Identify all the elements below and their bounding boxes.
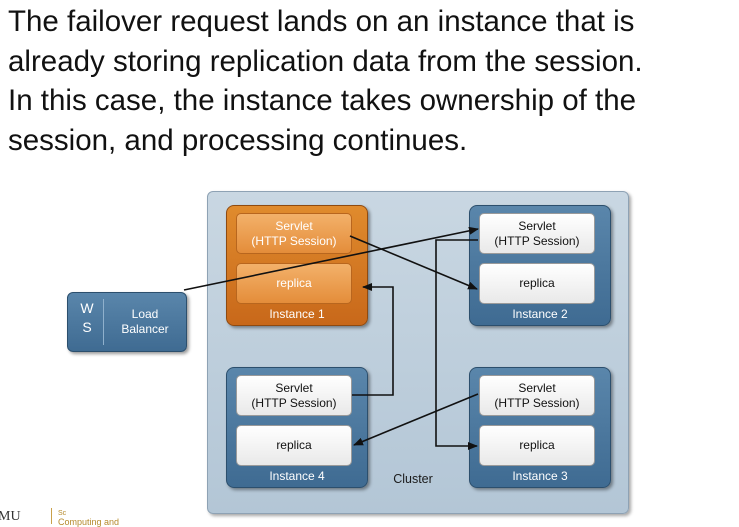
footer-divider [51, 508, 52, 524]
instance-2: Servlet (HTTP Session) replica Instance … [469, 205, 611, 326]
instance-4-servlet-box: Servlet (HTTP Session) [236, 375, 352, 416]
load-balancer: W S Load Balancer [67, 292, 187, 352]
instance-4: Servlet (HTTP Session) replica Instance … [226, 367, 368, 488]
replica-label: replica [519, 276, 555, 290]
replica-label: replica [519, 438, 555, 452]
arrow-instance-2-to-instance-3-replica [435, 239, 478, 450]
instance-3-servlet-box: Servlet (HTTP Session) [479, 375, 595, 416]
lb-divider [103, 299, 104, 345]
servlet-label: Servlet [518, 218, 556, 233]
instance-1: Servlet (HTTP Session) replica Instance … [226, 205, 368, 326]
instance-1-label: Instance 1 [269, 307, 325, 321]
arrow-instance-1-to-instance-2-replica [349, 235, 478, 290]
footer-line-2: Computing and [58, 517, 120, 527]
instance-3-replica-box: replica [479, 425, 595, 466]
cluster-label: Cluster [393, 472, 433, 486]
arrow-instance-3-to-instance-4-replica [353, 393, 479, 446]
instance-4-replica-box: replica [236, 425, 352, 466]
heading-line-3: In this case, the instance takes ownersh… [8, 84, 637, 117]
servlet-label: Servlet [275, 218, 313, 233]
heading-line-4: session, and processing continues. [8, 123, 468, 157]
servlet-label: Servlet [518, 380, 556, 395]
servlet-label: Servlet [275, 380, 313, 395]
instance-4-label: Instance 4 [269, 469, 325, 483]
instance-3-label: Instance 3 [512, 469, 568, 483]
http-session-label: (HTTP Session) [251, 233, 337, 248]
heading-line-2: already storing replication data from th… [8, 44, 643, 78]
instance-1-servlet-box: Servlet (HTTP Session) [236, 213, 352, 254]
instance-3: Servlet (HTTP Session) replica Instance … [469, 367, 611, 488]
arrow-lb-to-instance-2 [183, 226, 479, 291]
instance-2-label: Instance 2 [512, 307, 568, 321]
slide-heading: The failover request lands on an instanc… [8, 2, 736, 160]
load-balancer-label: Load Balancer [108, 307, 182, 337]
instance-2-replica-box: replica [479, 263, 595, 304]
ws-letter-s: S [82, 319, 92, 335]
http-session-label: (HTTP Session) [251, 395, 337, 410]
heading-line-1: The failover request lands on an instanc… [8, 5, 635, 38]
replica-label: replica [276, 438, 312, 452]
ws-letter-w: W [80, 300, 94, 316]
footer-line-1: Sc [58, 510, 67, 517]
instance-2-servlet-box: Servlet (HTTP Session) [479, 213, 595, 254]
http-session-label: (HTTP Session) [494, 395, 580, 410]
arrow-instance-4-to-instance-1-replica [352, 283, 394, 396]
http-session-label: (HTTP Session) [494, 233, 580, 248]
footer-logo-text: MU [0, 509, 21, 524]
lb-line-2: Balancer [121, 322, 169, 336]
replica-label: replica [276, 276, 312, 290]
web-server-label: W S [72, 299, 102, 337]
instance-1-replica-box: replica [236, 263, 352, 304]
footer-department-text: Sc Computing and [58, 510, 119, 527]
lb-line-1: Load [131, 307, 159, 321]
